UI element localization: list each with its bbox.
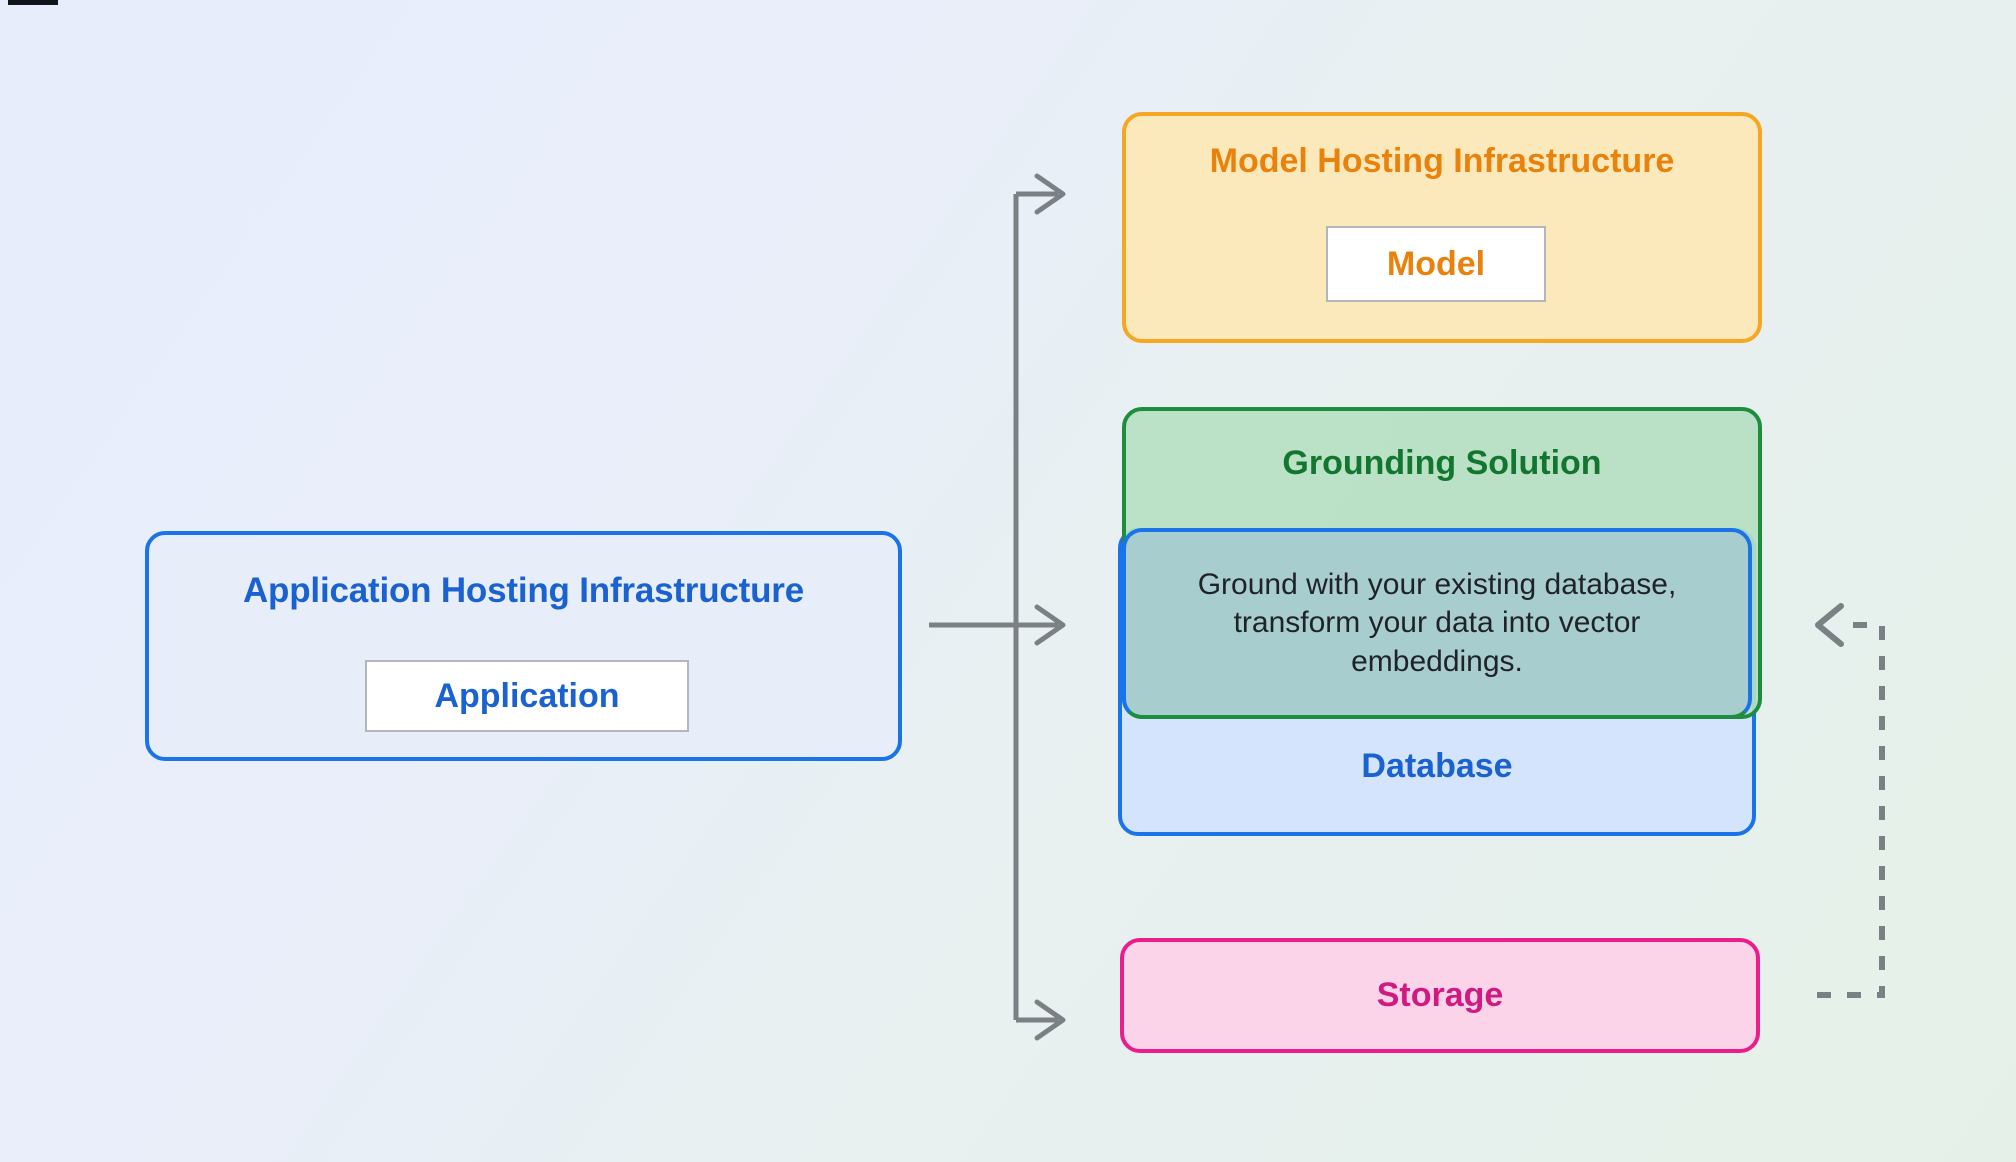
grounding-solution-title: Grounding Solution xyxy=(1282,444,1602,482)
solid-connector-group xyxy=(929,191,1058,1023)
connector-feedback-path xyxy=(1817,622,1885,998)
node-model-hosting-infrastructure[interactable]: Model Hosting Infrastructure Model xyxy=(1122,112,1762,343)
node-application-hosting-infrastructure[interactable]: Application Hosting Infrastructure Appli… xyxy=(145,531,902,761)
model-chip[interactable]: Model xyxy=(1326,226,1546,302)
solid-arrowheads xyxy=(1034,173,1066,1041)
model-hosting-title: Model Hosting Infrastructure xyxy=(1209,142,1675,180)
storage-title: Storage xyxy=(1376,976,1504,1014)
corner-artifact xyxy=(8,0,58,5)
arrowhead-storage xyxy=(1034,999,1066,1041)
dashed-arrowhead-group xyxy=(1815,603,1844,647)
arrowhead-feedback xyxy=(1815,603,1844,647)
database-title: Database xyxy=(1361,747,1513,785)
dashed-connector-group xyxy=(1817,622,1885,998)
arrowhead-grounding xyxy=(1034,604,1066,646)
overlap-description: Ground with your existing database, tran… xyxy=(1197,567,1677,678)
node-storage[interactable]: Storage xyxy=(1120,938,1760,1053)
arrowhead-model xyxy=(1034,173,1066,215)
application-chip[interactable]: Application xyxy=(365,660,689,732)
application-hosting-title: Application Hosting Infrastructure xyxy=(242,571,804,610)
node-grounding-database-overlap[interactable]: Ground with your existing database, tran… xyxy=(1122,528,1752,719)
